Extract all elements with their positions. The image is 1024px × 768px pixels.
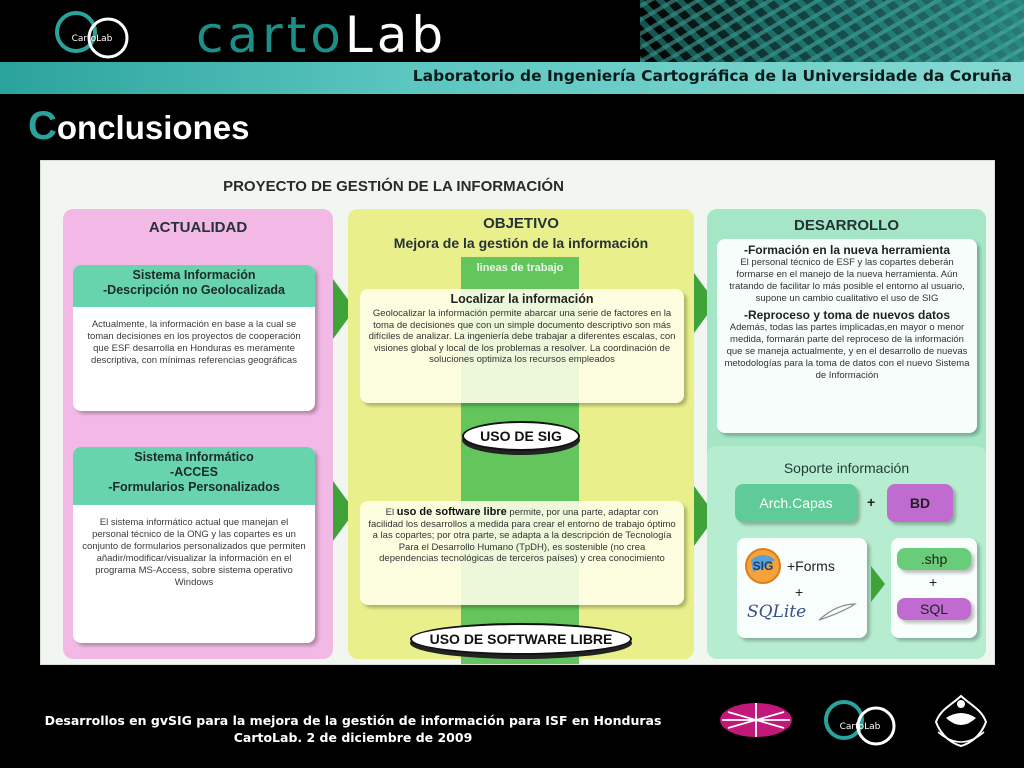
- objetivo-box-software-libre-text-wrap: El uso de software libre permite, por un…: [360, 501, 684, 567]
- header-teal-bar: [0, 62, 1024, 94]
- cartolab-footer-logo-text: CartoLab: [840, 722, 881, 732]
- page-title-initial: C: [28, 104, 57, 148]
- soporte-plus-1: +: [867, 494, 876, 510]
- header-banner: CartoLab cartoLab Laboratorio de Ingenie…: [0, 0, 1024, 94]
- software-libre-lead: El: [385, 507, 395, 518]
- lineas-de-trabajo-label: lineas de trabajo: [461, 257, 579, 279]
- column-actualidad: ACTUALIDAD Sistema Información -Descripc…: [63, 209, 333, 659]
- coat-of-arms-icon: [934, 694, 988, 748]
- soporte-heading: Soporte información: [783, 460, 910, 476]
- objetivo-box-localizar-title: Localizar la información: [450, 292, 594, 306]
- column-desarrollo: DESARROLLO -Formación en la nueva herram…: [707, 209, 986, 494]
- desarrollo-item-1-title: -Formación en la nueva herramienta: [743, 243, 951, 257]
- actualidad-box-1-text: Actualmente, la información en base a la…: [87, 319, 301, 366]
- university-logo-icon: [720, 703, 792, 737]
- actualidad-box-2-title-2: -ACCES: [170, 465, 218, 479]
- brand-part-2: Lab: [344, 6, 448, 64]
- oval-uso-de-software-libre: USO DE SOFTWARE LIBRE: [410, 623, 632, 655]
- arch-capas-pill: Arch.Capas: [735, 484, 857, 522]
- diagram-title: PROYECTO DE GESTIÓN DE LA INFORMACIÓN: [223, 178, 564, 195]
- desarrollo-item-2-title: -Reproceso y toma de nuevos datos: [743, 308, 951, 322]
- actualidad-heading: ACTUALIDAD: [148, 219, 248, 236]
- actualidad-box-1: Sistema Información -Descripción no Geol…: [73, 265, 315, 411]
- actualidad-box-1-header: Sistema Información -Descripción no Geol…: [73, 265, 315, 307]
- actualidad-box-2-title-1: Sistema Informático: [134, 450, 254, 464]
- objetivo-box-localizar-text: Geolocalizar la información permite abar…: [368, 308, 676, 365]
- brand-part-1: carto: [196, 6, 345, 64]
- actualidad-box-1-title-1: Sistema Información: [132, 268, 256, 282]
- actualidad-box-2-title-3: -Formularios Personalizados: [108, 480, 280, 494]
- soporte-plus-2: +: [795, 584, 804, 600]
- brand-wordmark: cartoLab: [196, 6, 447, 64]
- bd-pill: BD: [887, 484, 953, 522]
- oval-uso-de-sig: USO DE SIG: [462, 421, 580, 451]
- cartolab-logo-text: CartoLab: [72, 34, 113, 44]
- sig-icon: SIG: [745, 548, 781, 584]
- forms-label: +Forms: [787, 558, 835, 574]
- sqlite-logo: SQLite: [747, 602, 807, 622]
- column-soporte: Soporte información Arch.Capas + BD SIG …: [707, 446, 986, 659]
- desarrollo-heading: DESARROLLO: [794, 217, 899, 234]
- sql-pill: SQL: [897, 598, 971, 620]
- page-title: Conclusiones: [28, 104, 249, 149]
- desarrollo-box: -Formación en la nueva herramienta El pe…: [717, 239, 977, 433]
- diagram-canvas: PROYECTO DE GESTIÓN DE LA INFORMACIÓN AC…: [40, 160, 995, 665]
- desarrollo-item-2-text: Además, todas las partes implicadas,en m…: [724, 322, 970, 381]
- cartolab-logo: CartoLab: [55, 11, 129, 59]
- footer-line-2: CartoLab. 2 de diciembre de 2009: [233, 730, 473, 745]
- lab-name: Laboratorio de Ingeniería Cartográfica d…: [412, 67, 1012, 85]
- arrow-soporte: [871, 566, 885, 602]
- actualidad-box-2-text: El sistema informático actual que maneja…: [82, 517, 306, 588]
- software-libre-bold: uso de software libre: [396, 506, 507, 518]
- desarrollo-item-1-text: El personal técnico de ESF y las coparte…: [729, 257, 965, 304]
- shp-sql-box: .shp + SQL: [891, 538, 977, 638]
- footer-line-1: Desarrollos en gvSIG para la mejora de l…: [44, 713, 662, 728]
- actualidad-box-2: Sistema Informático -ACCES -Formularios …: [73, 447, 315, 643]
- sig-icon-label: SIG: [753, 559, 774, 573]
- actualidad-box-1-title-2: -Descripción no Geolocalizada: [103, 283, 285, 297]
- footer-caption: Desarrollos en gvSIG para la mejora de l…: [0, 712, 706, 746]
- feather-icon: [818, 603, 857, 621]
- objetivo-box-localizar: Localizar la información Geolocalizar la…: [360, 289, 684, 403]
- cartolab-footer-logo: CartoLab: [824, 700, 896, 746]
- shp-pill: .shp: [897, 548, 971, 570]
- objetivo-heading: OBJETIVO: [483, 215, 559, 232]
- sig-forms-box: SIG +Forms + SQLite: [737, 538, 867, 638]
- page-title-rest: onclusiones: [56, 109, 250, 146]
- actualidad-box-2-header: Sistema Informático -ACCES -Formularios …: [73, 447, 315, 505]
- column-objetivo: OBJETIVO Mejora de la gestión de la info…: [348, 209, 694, 664]
- software-libre-text: permite, por una parte, adaptar con faci…: [368, 507, 676, 564]
- soporte-plus-3: +: [929, 574, 938, 590]
- objetivo-subheading: Mejora de la gestión de la información: [393, 235, 649, 251]
- objetivo-box-software-libre: El uso de software libre permite, por un…: [360, 501, 684, 605]
- header-decoration: [640, 0, 1024, 64]
